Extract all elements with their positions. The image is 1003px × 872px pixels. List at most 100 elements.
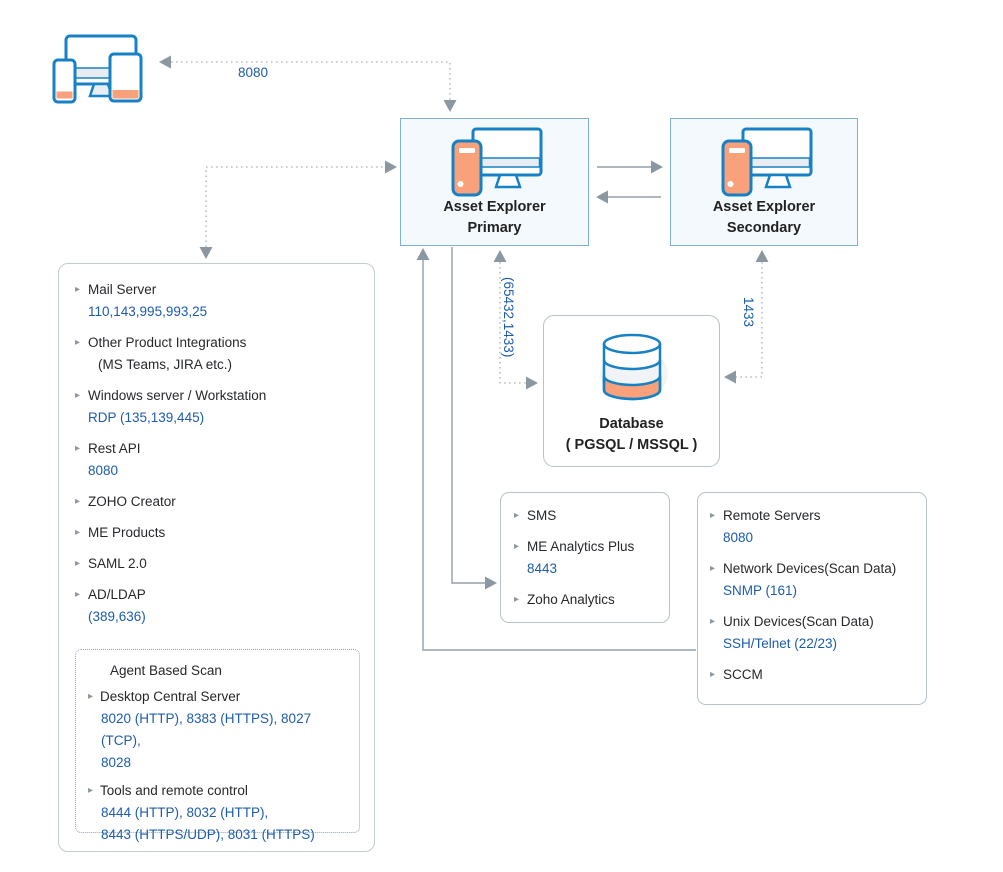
edge-client-primary: [171, 61, 451, 100]
item-port: 8080: [88, 463, 119, 478]
remote-servers-list: ▸ Remote Servers 8080 ▸ Network Devices(Scan…: [710, 505, 920, 695]
bullet-icon: ▸: [75, 589, 81, 600]
item-port: 8020 (HTTP), 8383 (HTTPS), 8027 (TCP),: [101, 711, 312, 748]
node-label-line1: Asset Explorer: [443, 199, 546, 215]
node-label-database: Database ( PGSQL / MSSQL ): [544, 414, 719, 456]
bullet-icon: ▸: [710, 510, 716, 521]
bullet-icon: ▸: [514, 510, 520, 521]
arrowhead-down-panel-top: [199, 247, 213, 259]
edge-panel-primary: [205, 166, 385, 247]
item-label: Network Devices(Scan Data): [723, 561, 897, 576]
bullet-icon: ▸: [514, 541, 520, 552]
item-label: Windows server / Workstation: [88, 388, 267, 403]
arrowhead-up-primary-bottom-left: [416, 248, 430, 260]
list-item: ▸ ME Products: [75, 522, 364, 544]
item-port: SSH/Telnet (22/23): [723, 636, 838, 651]
server-monitor-icon: [445, 127, 545, 202]
edge-primary-database: [499, 262, 526, 384]
list-item: ▸ Unix Devices(Scan Data) SSH/Telnet (22/2…: [710, 611, 920, 655]
bullet-icon: ▸: [710, 616, 716, 627]
bullet-icon: ▸: [88, 691, 94, 702]
node-asset-explorer-secondary: Asset Explorer Secondary: [670, 118, 858, 246]
node-database: Database ( PGSQL / MSSQL ): [543, 315, 720, 467]
remote-servers-box: ▸ Remote Servers 8080 ▸ Network Devices(Scan…: [697, 492, 927, 705]
list-item: ▸Zoho Analytics: [514, 589, 663, 611]
bullet-icon: ▸: [75, 443, 81, 454]
node-label-secondary: Asset Explorer Secondary: [671, 197, 857, 239]
item-port: 8028: [101, 755, 132, 770]
list-item: ▸ Other Product Integrations (MS Teams, JI…: [75, 332, 364, 376]
item-port: 8080: [723, 530, 754, 545]
item-port: 8443 (HTTPS/UDP), 8031 (HTTPS): [101, 827, 315, 842]
arrowhead-up-primary-bottom: [493, 250, 507, 262]
node-label-line2: ( PGSQL / MSSQL ): [565, 437, 698, 453]
arrowhead-right-sms: [485, 576, 497, 590]
item-label: Other Product Integrations: [88, 335, 247, 350]
node-label-line2: Secondary: [726, 220, 802, 236]
server-monitor-icon: [715, 127, 815, 202]
item-label: Unix Devices(Scan Data): [723, 614, 874, 629]
item-label: Zoho Analytics: [527, 592, 615, 607]
arrowhead-up-secondary-bottom: [755, 250, 769, 262]
arrowhead-right-database: [526, 376, 538, 390]
item-label: Tools and remote control: [100, 783, 248, 798]
item-port: SNMP (161): [723, 583, 798, 598]
item-port: (389,636): [88, 609, 146, 624]
node-label-line1: Asset Explorer: [712, 199, 816, 215]
port-label-secondary-database: 1433: [741, 297, 756, 328]
agent-box-title: Agent Based Scan: [110, 663, 222, 678]
edge-remote-primary: [422, 260, 696, 651]
port-label-primary-database: (65432,1433): [501, 277, 516, 358]
bullet-icon: ▸: [75, 527, 81, 538]
item-label: SAML 2.0: [88, 556, 147, 571]
arrowhead-right-primary-left: [385, 160, 397, 174]
arrowhead-left-database: [724, 370, 736, 384]
client-devices-icon: [52, 30, 148, 111]
item-label: Rest API: [88, 441, 141, 456]
arrowhead-right-secondary: [651, 160, 663, 174]
list-item: ▸ZOHO Creator: [75, 491, 364, 513]
list-item: ▸ AD/LDAP (389,636): [75, 584, 364, 628]
item-label: ME Products: [88, 525, 166, 540]
bullet-icon: ▸: [710, 563, 716, 574]
integrations-list: ▸ Mail Server 110,143,995,993,25 ▸ Other Pro…: [75, 279, 364, 637]
item-label: Remote Servers: [723, 508, 821, 523]
node-asset-explorer-primary: Asset Explorer Primary: [400, 118, 589, 246]
integrations-panel: ▸ Mail Server 110,143,995,993,25 ▸ Other Pro…: [58, 263, 375, 852]
item-label: Mail Server: [88, 282, 157, 297]
bullet-icon: ▸: [75, 337, 81, 348]
bullet-icon: ▸: [710, 669, 716, 680]
list-item: ▸ Network Devices(Scan Data) SNMP (161): [710, 558, 920, 602]
bullet-icon: ▸: [75, 558, 81, 569]
item-label: AD/LDAP: [88, 587, 146, 602]
node-label-line1: Database: [599, 416, 664, 432]
bullet-icon: ▸: [75, 284, 81, 295]
agent-based-scan-box: Agent Based Scan ▸Desktop Central Server…: [75, 649, 360, 842]
node-label-line2: Primary: [467, 220, 522, 236]
list-item: ▸SMS: [514, 505, 663, 527]
list-item: ▸ Remote Servers 8080: [710, 505, 920, 549]
arrowhead-down-primary-top: [443, 100, 457, 112]
item-port: 8443: [527, 561, 558, 576]
list-item: ▸ SAML 2.0: [75, 553, 364, 575]
list-item: ▸ SCCM: [710, 664, 920, 686]
list-item: ▸ Mail Server 110,143,995,993,25: [75, 279, 364, 323]
item-label: ZOHO Creator: [88, 494, 176, 509]
database-icon: [588, 328, 676, 417]
edge-primary-sms: [451, 247, 485, 584]
item-sublabel: (MS Teams, JIRA etc.): [98, 357, 233, 372]
item-port: 8444 (HTTP), 8032 (HTTP),: [101, 805, 269, 820]
item-label: SCCM: [723, 667, 763, 682]
item-port: 110,143,995,993,25: [88, 304, 208, 319]
arrowhead-left-primary: [596, 190, 608, 204]
edge-secondary-database: [736, 262, 763, 378]
